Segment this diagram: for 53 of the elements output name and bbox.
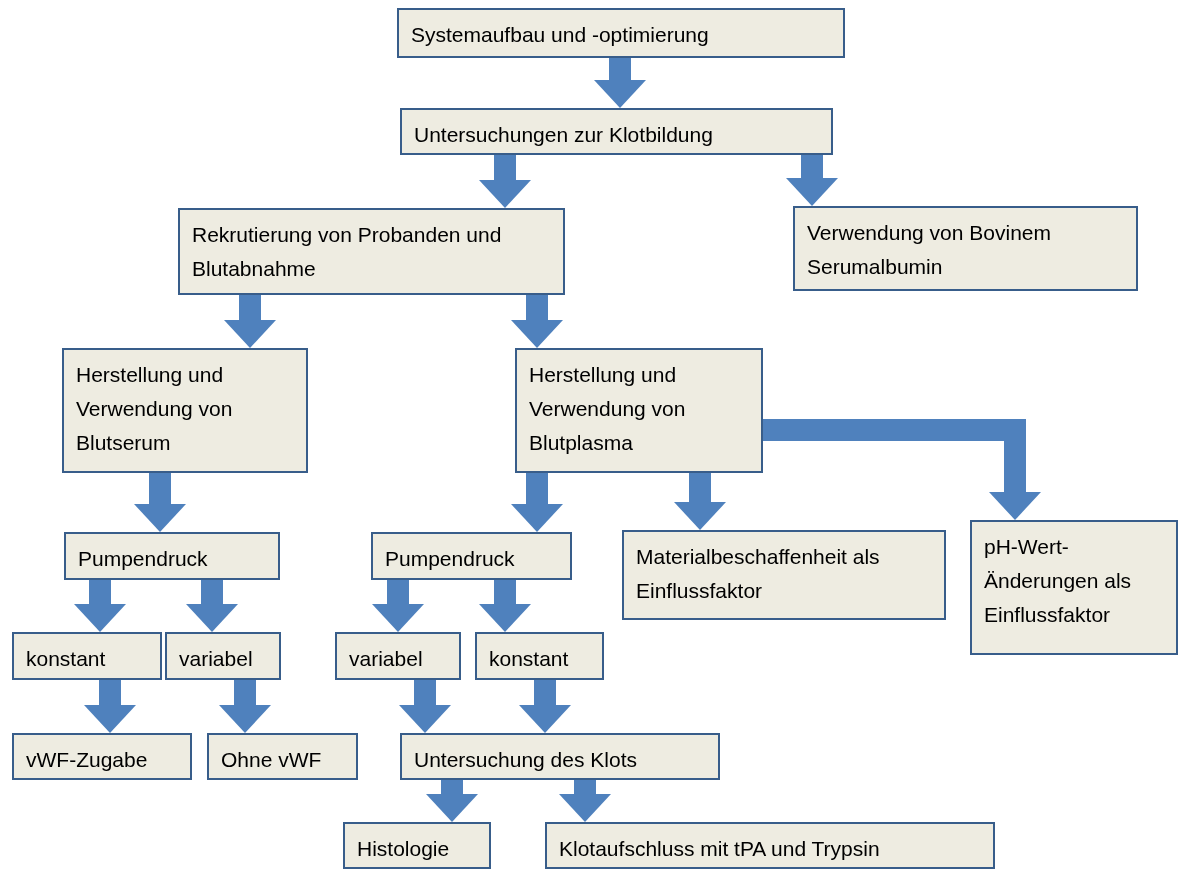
box-label: pH-Wert-Änderungen als Einflussfaktor [984,534,1133,628]
process-box [165,632,281,680]
process-box [515,348,763,473]
block-arrow [479,155,531,208]
block-arrow [511,473,563,532]
block-arrow [372,580,424,632]
box-label: Rekrutierung von Probanden und Blutabnahme [192,222,503,282]
box-label: variabel [349,646,424,672]
box-label: Systemaufbau und -optimierung [411,22,710,48]
block-arrow [219,680,271,733]
box-label: konstant [489,646,570,672]
block-arrow [511,295,563,348]
block-arrow [594,58,646,108]
box-label: Herstellung und Verwendung von Blutserum [76,362,234,456]
process-box [397,8,845,58]
box-label: Verwendung von Bovinem Serumalbumin [807,220,1052,280]
block-arrow [479,580,531,632]
box-label: Untersuchungen zur Klotbildung [414,122,714,148]
box-label: Ohne vWF [221,747,323,773]
block-arrow [786,155,838,206]
box-label: Pumpendruck [78,546,209,572]
box-label: Herstellung und Verwendung von Blutplasma [529,362,687,456]
box-label: Histologie [357,836,451,862]
box-label: Klotaufschluss mit tPA und Trypsin [559,836,881,862]
process-box [207,733,358,780]
box-label: Materialbeschaffenheit als Einflussfaktor [636,544,881,604]
block-arrow [224,295,276,348]
process-box [371,532,572,580]
process-box [12,632,162,680]
process-box [545,822,995,869]
box-label: variabel [179,646,254,672]
box-label: Pumpendruck [385,546,516,572]
box-label: konstant [26,646,107,672]
process-box [62,348,308,473]
block-arrow [134,473,186,532]
block-arrow [674,473,726,530]
box-label: vWF-Zugabe [26,747,149,773]
block-arrow [399,680,451,733]
process-box [335,632,461,680]
process-box [970,520,1178,655]
process-box [793,206,1138,291]
block-arrow [426,780,478,822]
block-arrow [763,419,1041,520]
block-arrow [84,680,136,733]
process-box [178,208,565,295]
process-box [622,530,946,620]
process-box [343,822,491,869]
process-box [12,733,192,780]
box-label: Untersuchung des Klots [414,747,638,773]
process-box [475,632,604,680]
process-box [400,733,720,780]
process-box [400,108,833,155]
process-box [64,532,280,580]
